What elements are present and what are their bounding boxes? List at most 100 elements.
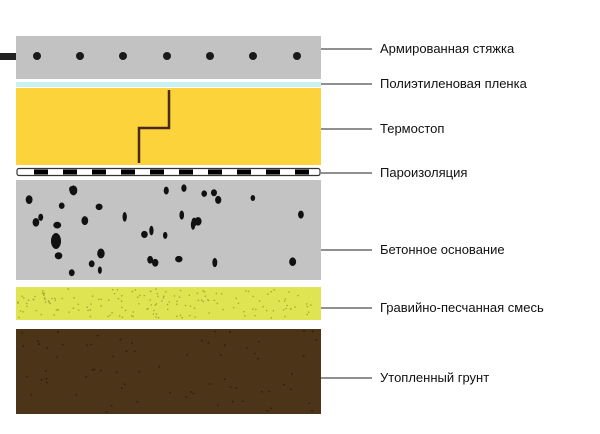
- sand-speck: [56, 308, 59, 311]
- sand-speck: [97, 298, 100, 301]
- sand-speck: [86, 306, 89, 309]
- soil-speck: [192, 392, 195, 395]
- sand-speck: [77, 303, 80, 306]
- soil-specks: [21, 330, 318, 413]
- soil-speck: [214, 330, 216, 333]
- sand-speck: [100, 298, 102, 301]
- soil-speck: [123, 383, 126, 386]
- sand-speck: [208, 312, 210, 314]
- sand-speck: [247, 290, 250, 293]
- sand-speck: [35, 309, 38, 312]
- soil-speck: [241, 400, 244, 403]
- sand-speck: [55, 309, 58, 311]
- sand-speck: [73, 297, 75, 299]
- sand-speck: [252, 308, 254, 310]
- sand-speck: [26, 305, 28, 308]
- soil-speck: [75, 393, 78, 396]
- pebble: [97, 266, 102, 274]
- soil-speck: [208, 383, 211, 385]
- soil-speck: [290, 373, 293, 375]
- pebble: [54, 252, 63, 260]
- soil-speck: [105, 410, 108, 413]
- pebble: [32, 217, 40, 227]
- sand-speck: [147, 307, 149, 310]
- pebble: [25, 195, 33, 204]
- soil-speck: [138, 370, 141, 373]
- sand-speck: [284, 315, 286, 318]
- sand-speck: [163, 295, 165, 298]
- layer-screed: [16, 36, 321, 79]
- sand-speck: [107, 299, 110, 302]
- sand-speck: [282, 309, 285, 311]
- sand-speck: [152, 313, 155, 315]
- soil-speck: [219, 354, 222, 356]
- sand-speck: [49, 302, 52, 305]
- soil-speck: [158, 365, 161, 368]
- pebble: [122, 211, 127, 222]
- pebble: [212, 257, 218, 268]
- sand-speck: [146, 308, 148, 311]
- sand-speck: [154, 304, 157, 306]
- soil-speck: [315, 339, 318, 342]
- sand-speck: [294, 306, 296, 308]
- sand-speck: [40, 313, 43, 316]
- sand-speck: [53, 314, 56, 316]
- pebble: [215, 195, 222, 204]
- sand-speck: [131, 290, 134, 293]
- soil-speck: [25, 375, 28, 378]
- sand-speck: [43, 292, 46, 294]
- layer-ground: [16, 329, 321, 414]
- sand-speck: [43, 297, 46, 299]
- sand-speck: [168, 301, 170, 303]
- sand-speck: [202, 290, 205, 292]
- soil-speck: [270, 407, 272, 410]
- sand-speck: [25, 302, 28, 305]
- soil-speck: [308, 402, 311, 405]
- sand-speck: [272, 309, 275, 312]
- sand-speck: [156, 292, 159, 295]
- sand-speck: [262, 306, 264, 308]
- sand-speck: [265, 309, 268, 312]
- pebble: [152, 258, 159, 267]
- soil-speck: [257, 357, 259, 360]
- sand-speck: [289, 308, 292, 310]
- sand-speck: [193, 307, 196, 309]
- sand-speck: [77, 309, 80, 311]
- soil-speck: [30, 393, 32, 396]
- sand-speck: [306, 305, 309, 308]
- sand-speck: [44, 301, 47, 303]
- pebble: [194, 217, 202, 226]
- sand-speck: [200, 299, 203, 301]
- sand-speck: [306, 313, 309, 316]
- sand-speck: [51, 297, 53, 300]
- sand-speck: [150, 304, 153, 306]
- pebble: [53, 221, 62, 229]
- sand-speck: [270, 290, 272, 293]
- sand-speck: [157, 316, 160, 319]
- sand-speck: [138, 302, 140, 305]
- sand-speck: [68, 311, 70, 313]
- soil-speck: [136, 400, 139, 403]
- soil-speck: [121, 387, 123, 389]
- soil-speck: [201, 339, 203, 342]
- layer-concrete: [16, 180, 321, 280]
- sand-speck: [284, 298, 287, 300]
- sand-speck: [42, 290, 44, 292]
- sand-speck: [150, 290, 152, 293]
- sand-speck: [61, 297, 64, 300]
- pebble: [149, 225, 154, 236]
- pebble: [147, 255, 154, 264]
- sand-speck: [181, 316, 183, 319]
- sand-speck: [90, 303, 92, 305]
- pebble: [190, 219, 196, 230]
- sand-speck: [132, 311, 135, 313]
- soil-speck: [46, 347, 48, 350]
- sand-speck: [273, 289, 275, 291]
- soil-speck: [38, 343, 41, 345]
- sand-speck: [204, 295, 207, 297]
- sand-speck: [149, 299, 152, 301]
- sand-speck: [270, 317, 273, 319]
- sand-speck: [188, 294, 191, 297]
- pebble: [162, 231, 168, 239]
